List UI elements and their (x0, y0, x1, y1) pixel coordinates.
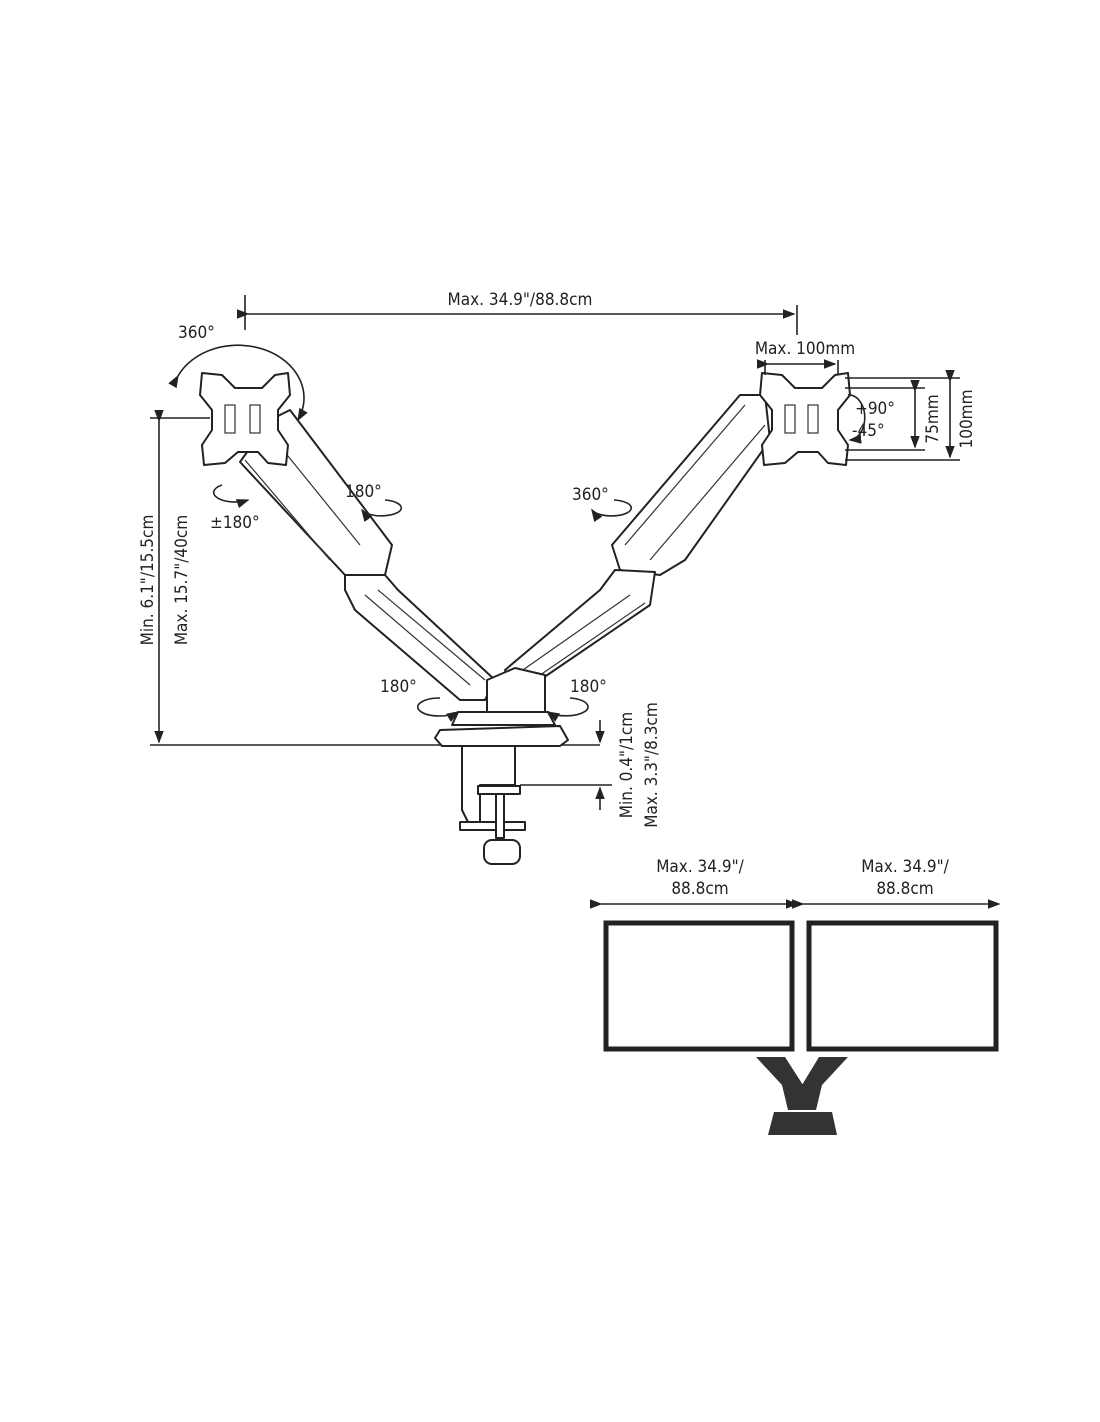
left-tilt-label: ±180° (210, 513, 260, 533)
screen-right-label-2: 88.8cm (876, 879, 933, 899)
left-arm (199, 372, 496, 701)
screen-left-label-1: Max. 34.9"/ (656, 857, 744, 877)
rotate-arrow-icon (416, 697, 460, 722)
right-arm (504, 372, 851, 686)
screen-right-label-1: Max. 34.9"/ (861, 857, 949, 877)
stand-base (768, 1112, 837, 1135)
right-vesa-plate (759, 372, 851, 466)
vesa-75-label: 75mm (923, 394, 943, 443)
top-span-label: Max. 34.9"/88.8cm (448, 290, 593, 310)
dual-screen-overview: Max. 34.9"/ 88.8cm Max. 34.9"/ 88.8cm (589, 857, 1001, 1135)
clamp-dimension: Min. 0.4"/1cm Max. 3.3"/8.3cm (520, 702, 662, 828)
screen-left-label-2: 88.8cm (671, 879, 728, 899)
vesa-100-label: 100mm (957, 390, 977, 449)
right-monitor (806, 920, 999, 1052)
base-left-label: 180° (380, 677, 417, 697)
base-clamp (434, 667, 569, 865)
tilt-up-label: +90° (855, 399, 895, 419)
left-elbow-label: 180° (345, 482, 382, 502)
left-vesa-plate (199, 372, 291, 466)
rotate-arrow-icon (361, 499, 402, 522)
rotation-arc-icon (168, 344, 308, 422)
clamp-min-label: Min. 0.4"/1cm (617, 712, 637, 818)
rotate-arrow-icon (591, 499, 633, 522)
vesa-max-label: Max. 100mm (755, 339, 855, 359)
rotate-arrow-icon (546, 697, 589, 722)
tilt-arrow-icon (212, 484, 250, 509)
left-rotation-label: 360° (178, 323, 215, 343)
stand-left-arm (756, 1057, 803, 1110)
right-elbow-label: 360° (572, 485, 609, 505)
clamp-max-label: Max. 3.3"/8.3cm (642, 702, 662, 827)
tilt-down-label: -45° (852, 421, 885, 441)
height-max-label: Max. 15.7"/40cm (172, 515, 192, 645)
stand-right-arm (802, 1057, 848, 1110)
height-min-label: Min. 6.1"/15.5cm (138, 515, 158, 646)
vesa-dimensions: Max. 100mm +90° -45° 75mm 100mm (755, 339, 977, 461)
height-dimension: Min. 6.1"/15.5cm Max. 15.7"/40cm (138, 409, 600, 746)
base-right-label: 180° (570, 677, 607, 697)
top-span-dimension: Max. 34.9"/88.8cm (236, 290, 798, 335)
left-monitor (603, 920, 795, 1052)
